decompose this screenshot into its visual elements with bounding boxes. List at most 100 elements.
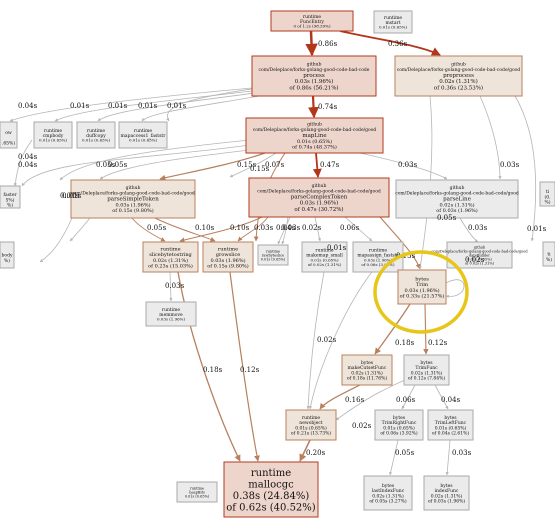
edge-e-simple-slice	[131, 217, 166, 242]
node-text: 0.02s (1.31%)	[439, 201, 474, 208]
node-text: 0.01s (0.65%)	[383, 424, 415, 431]
node-text: Trim	[416, 282, 428, 288]
edge-e-proc-l3	[39, 217, 73, 263]
edge-label: 0.03s	[281, 224, 301, 232]
edge-label: 0.10s	[195, 224, 215, 232]
edge-label: 0.05s	[147, 224, 167, 232]
node-box	[301, 241, 348, 273]
edge-e-cmp-tiny	[277, 216, 291, 245]
edge-label: 0.36s	[388, 40, 408, 48]
node-text: of 0.62s (40.52%)	[226, 503, 316, 514]
node-process[interactable]: githubcom/Deleplace/forks-golang-good-co…	[251, 55, 377, 97]
node-text: bytes	[420, 360, 433, 366]
node-text: indexFunc	[435, 488, 459, 494]
node-parse-complex[interactable]: githubcom/Deleplace/forks-golang-good-co…	[248, 177, 390, 218]
node-text: com/Deleplace/forks-golang-good-code-bad…	[431, 249, 528, 253]
node-box	[542, 241, 555, 267]
node-gh-small[interactable]: githubcom/Deleplace/forks-golang-good-co…	[431, 241, 528, 269]
edge-e-makemap-new	[306, 271, 325, 410]
node-text: cmpbody	[43, 133, 64, 139]
node-right-1[interactable]: ti(0.%)	[539, 181, 555, 207]
node-text: of 0.36s (23.53%)	[434, 85, 483, 92]
node-box	[395, 179, 519, 219]
node-text: of 0.05s (3.27%)	[369, 497, 407, 504]
node-text: makemap_small	[306, 253, 343, 259]
edge-e-slice-malloc	[177, 271, 241, 462]
node-text: %)	[4, 257, 10, 264]
edge-e-grow-malloc	[229, 271, 260, 462]
edge-e-trimfunc-left	[434, 384, 449, 410]
node-parse-simple[interactable]: githubcom/Deleplace/forks-golang-good-co…	[70, 179, 196, 219]
edge-label: 0.20s	[306, 449, 326, 457]
edge-e-makecut-new	[319, 384, 361, 410]
edge-e-map-rt2	[21, 144, 251, 187]
edge-label: 0.86s	[318, 40, 338, 48]
edge-label: 0.01s	[527, 225, 547, 233]
node-text: 0.03s (1.96%)	[295, 78, 334, 85]
node-mapline[interactable]: githubcom/Deleplace/forks-golang-good-co…	[245, 117, 384, 154]
node-text: 0.01s (0.65%)	[185, 494, 210, 498]
node-text: of 0.23s (15.03%)	[148, 263, 193, 270]
node-text: runtime	[303, 14, 321, 20]
edge-label: 0.18s	[203, 366, 223, 374]
node-text: parseComplexToken	[291, 194, 348, 200]
node-text: runtime	[44, 128, 62, 134]
node-box	[363, 475, 413, 511]
node-box	[374, 409, 424, 441]
edge-e-map-simple	[159, 152, 266, 181]
node-text: com/Deleplace/forks-golang-good-code-bad…	[257, 188, 381, 194]
node-box	[403, 354, 450, 386]
node-text: FuncEntry	[300, 19, 325, 25]
node-preprocess[interactable]: githubcom/Deleplace/forks-golang-good-co…	[394, 55, 523, 97]
node-text: github	[450, 185, 465, 191]
node-text: preprocess	[443, 73, 474, 79]
node-text: 0.01s (0.65%)	[379, 25, 407, 30]
node-text: of 0.06s (3.92%)	[380, 429, 418, 436]
node-left-1[interactable]: ow.65%)	[0, 121, 18, 149]
node-text: bytes	[415, 276, 429, 282]
edge-label: 0.05s	[108, 161, 128, 169]
edge-e-cmp-slice	[179, 216, 263, 243]
node-box	[33, 121, 73, 149]
edge-label: 0.12s	[428, 339, 448, 347]
node-right-2[interactable]: ti%)	[542, 241, 555, 267]
node-text: 0.01s (0.65%)	[435, 424, 467, 431]
edges-layer	[9, 30, 537, 476]
node-left-3[interactable]: body%)	[0, 241, 15, 269]
node-text: of 0.02s (1.31%)	[465, 261, 495, 265]
node-text: 0.01s (0.65%)	[261, 257, 286, 261]
node-box	[394, 55, 523, 97]
node-box	[0, 121, 18, 149]
node-text: runtime	[190, 486, 204, 490]
node-text: faster	[3, 192, 17, 198]
node-box	[257, 244, 289, 266]
edge-label: 0.01s	[70, 102, 90, 110]
node-text: bytes	[444, 415, 457, 421]
node-parse-line[interactable]: githubcom/Deleplace/forks-golang-good-co…	[395, 179, 519, 219]
node-text: runtime	[251, 468, 291, 479]
node-text: memmove	[159, 313, 183, 318]
node-box	[373, 10, 413, 34]
